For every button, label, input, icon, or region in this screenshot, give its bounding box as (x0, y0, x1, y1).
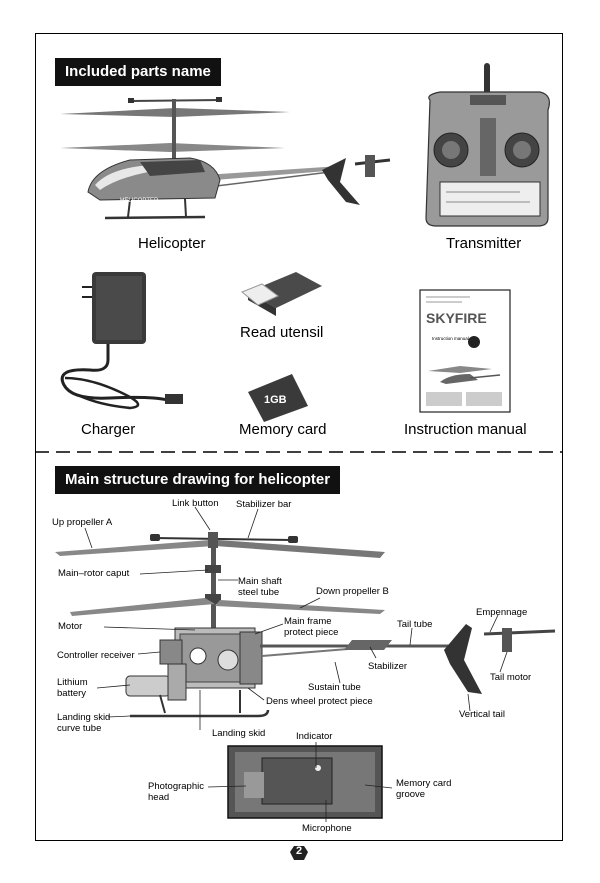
label-lithium-2: battery (57, 688, 87, 699)
structure-drawing (55, 506, 556, 822)
label-main-shaft-1: Main shaft (238, 576, 282, 587)
read-utensil-image (241, 272, 322, 316)
label-stabilizer-bar: Stabilizer bar (236, 499, 292, 510)
caption-transmitter: Transmitter (446, 235, 522, 252)
instruction-manual-image: SKYFIRE Instruction manual (419, 289, 511, 413)
label-tail-motor: Tail motor (490, 672, 532, 683)
label-sustain-tube: Sustain tube (308, 682, 361, 693)
label-landing-skid-curve-1: Landing skid (57, 712, 111, 723)
manual-brand-text: SKYFIRE (426, 310, 487, 326)
heli-body-text: HELICOPTER (120, 198, 159, 204)
label-main-shaft-2: steel tube (238, 587, 280, 598)
manual-subtitle-text: Instruction manual (432, 336, 469, 341)
label-tail-tube: Tail tube (397, 619, 433, 630)
transmitter-image (425, 63, 550, 227)
caption-memory-card: Memory card (239, 421, 327, 438)
page-number: 2 (289, 844, 309, 862)
label-landing-skid: Landing skid (212, 728, 266, 739)
section-title-included-parts: Included parts name (55, 58, 221, 86)
page-number-badge (290, 846, 308, 860)
label-indicator: Indicator (296, 731, 333, 742)
caption-read-utensil: Read utensil (240, 324, 324, 341)
label-link-button: Link button (172, 498, 219, 509)
label-memory-card-groove-1: Memory card (396, 778, 452, 789)
caption-charger: Charger (81, 421, 136, 438)
section-title-structure: Main structure drawing for helicopter (55, 466, 341, 494)
label-lithium-1: Lithium (57, 677, 88, 688)
page-number-text: 2 (295, 845, 303, 857)
caption-helicopter: Helicopter (138, 235, 206, 252)
caption-instruction-manual: Instruction manual (404, 421, 527, 438)
label-photographic-2: head (148, 792, 170, 803)
helicopter-image (60, 97, 391, 220)
label-stabilizer: Stabilizer (368, 661, 408, 672)
label-vertical-tail: Vertical tail (459, 709, 505, 720)
label-up-propeller: Up propeller A (52, 517, 113, 528)
label-empennage: Empennage (476, 607, 528, 618)
label-main-rotor-caput: Main–rotor caput (58, 568, 130, 579)
label-microphone: Microphone (302, 823, 352, 834)
card-size-text: 1GB (264, 394, 287, 406)
label-main-frame-2: protect piece (284, 627, 339, 638)
label-photographic-1: Photographic (148, 781, 204, 792)
charger-image (60, 272, 183, 410)
label-motor: Motor (58, 621, 83, 632)
label-controller-receiver: Controller receiver (57, 650, 135, 661)
label-dens-wheel: Dens wheel protect piece (266, 696, 373, 707)
label-landing-skid-curve-2: curve tube (57, 723, 102, 734)
label-down-propeller: Down propeller B (316, 586, 389, 597)
label-memory-card-groove-2: groove (396, 789, 426, 800)
memory-card-image: 1GB (248, 374, 308, 422)
page-frame (35, 33, 563, 841)
label-main-frame-1: Main frame (284, 616, 332, 627)
